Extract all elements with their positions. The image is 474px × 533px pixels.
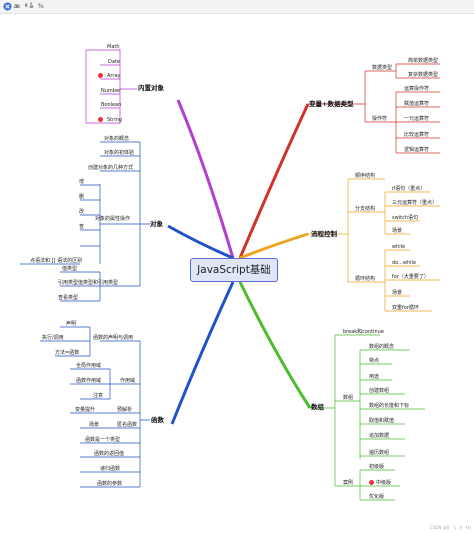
node-note[interactable]: 注意 [93, 393, 104, 399]
node-array-sub[interactable]: 数组 [343, 395, 354, 401]
node-data-types[interactable]: 数据类型 [372, 65, 393, 71]
node-get-set[interactable]: 取值和赋值 [369, 418, 395, 424]
node-unary-ops[interactable]: 一元运算符 [404, 116, 430, 122]
app-logo-icon [3, 2, 12, 11]
priority-marker-icon [98, 117, 103, 122]
node-boolean[interactable]: Boolean [101, 102, 122, 108]
node-modify[interactable]: 改 [79, 209, 85, 215]
node-simple-types[interactable]: 简单数据类型 [408, 58, 439, 64]
node-anonymous[interactable]: 匿名函数 [117, 422, 138, 428]
node-function-scope[interactable]: 函数作用域 [76, 378, 102, 384]
node-optimized[interactable]: 优化版 [369, 494, 385, 500]
node-number[interactable]: Number [101, 88, 122, 94]
node-object-create[interactable]: 创建对象的几种方式 [88, 165, 134, 171]
topic-function[interactable]: 函数 [151, 416, 164, 424]
topic-flow-control[interactable]: 流程控制 [311, 230, 337, 238]
priority-marker-icon [98, 73, 103, 78]
node-scene-branch[interactable]: 场景 [392, 228, 403, 234]
node-func-return[interactable]: 函数的返回值 [94, 451, 125, 457]
mindmap-connectors [20, 49, 440, 501]
node-func-params[interactable]: 函数的参数 [97, 481, 123, 487]
node-global-scope[interactable]: 全局作用域 [76, 363, 102, 369]
node-date[interactable]: Date [108, 59, 120, 65]
node-append[interactable]: 追加数据 [369, 433, 390, 439]
node-value-ref-types[interactable]: 值类型和引用类型 [78, 280, 119, 286]
priority-marker-icon [369, 480, 374, 485]
node-preparse[interactable]: 预解析 [117, 407, 133, 413]
node-scene-func[interactable]: 场景 [89, 422, 100, 428]
node-ref-type[interactable]: 引用类型 [58, 280, 79, 286]
node-delete[interactable]: 删 [79, 194, 85, 200]
node-intermediate[interactable]: 中级版 [376, 480, 392, 486]
title-bar: æª å¾ [0, 0, 474, 14]
node-method-func[interactable]: 方法=函数 [55, 350, 80, 356]
node-logic-ops[interactable]: 逻辑运算符 [404, 147, 430, 153]
node-nested-for[interactable]: 双重for循环 [392, 305, 419, 311]
mindmap-canvas: JavaScript基础 内置对象 Math Date Array Number… [0, 14, 474, 533]
node-declare[interactable]: 声明 [66, 321, 77, 327]
node-object-ops[interactable]: 对象的属性操作 [95, 216, 131, 222]
node-compare-ops[interactable]: 比较运算符 [404, 132, 430, 138]
node-value-type[interactable]: 值类型 [62, 266, 78, 272]
node-length-index[interactable]: 数组的长度和下标 [369, 403, 410, 409]
node-ternary[interactable]: 三元运算符（重点） [392, 200, 438, 206]
node-sequence[interactable]: 顺序结构 [355, 173, 376, 179]
node-scene-loop[interactable]: 场景 [392, 290, 403, 296]
node-object-first[interactable]: 对象的初体验 [104, 150, 135, 156]
node-operators[interactable]: 操作符 [372, 116, 388, 122]
node-loop[interactable]: 循环结构 [355, 276, 376, 282]
node-create-array[interactable]: 创建数组 [369, 388, 390, 394]
node-query[interactable]: 查 [79, 224, 85, 230]
window-title: æª å¾ [14, 3, 44, 10]
node-object-concept[interactable]: 对象的概念 [104, 136, 130, 142]
node-traverse[interactable]: 遍历数组 [369, 450, 390, 456]
node-do-while[interactable]: do...while [392, 260, 417, 266]
node-scope[interactable]: 作用域 [120, 378, 136, 384]
node-func-decl-call[interactable]: 函数的声明与调用 [93, 335, 134, 341]
central-topic[interactable]: JavaScript基础 [190, 258, 278, 282]
topic-object[interactable]: 对象 [150, 220, 163, 228]
node-branch[interactable]: 分支结构 [355, 206, 376, 212]
node-basic[interactable]: 初级版 [369, 464, 385, 470]
node-check-type[interactable]: 查看类型 [58, 295, 79, 301]
node-dot-vs-bracket[interactable]: 点语法和 [] 语法的区别 [30, 258, 83, 264]
watermark: CSDN @å¨ç­èªå­¦ [429, 525, 471, 530]
node-assign-ops[interactable]: 赋值运算符 [404, 101, 430, 107]
node-math[interactable]: Math [107, 44, 120, 50]
node-string[interactable]: String [107, 117, 122, 123]
node-execute-call[interactable]: 执行/调用 [42, 335, 64, 341]
node-arith-ops[interactable]: 运算操作符 [404, 86, 430, 92]
node-recursion[interactable]: 递归函数 [100, 466, 121, 472]
node-while[interactable]: while [392, 244, 406, 250]
node-complex-types[interactable]: 复杂数据类型 [408, 72, 439, 78]
node-func-type[interactable]: 函数是一个类型 [85, 437, 121, 443]
topic-array[interactable]: 数组 [311, 403, 324, 411]
node-array-concept[interactable]: 数组的概念 [369, 344, 395, 350]
node-array-builtin[interactable]: Array [107, 73, 121, 79]
node-add[interactable]: 增 [79, 179, 85, 185]
topic-variables-types[interactable]: 变量+数据类型 [309, 100, 354, 108]
node-switch[interactable]: switch语句 [392, 215, 418, 221]
node-if[interactable]: if语句（重点） [392, 186, 426, 192]
topic-builtin-objects[interactable]: 内置对象 [138, 84, 164, 92]
node-feature[interactable]: 特点 [369, 358, 380, 364]
node-cases[interactable]: 案例 [343, 480, 354, 486]
node-hoisting[interactable]: 变量提升 [75, 407, 96, 413]
node-for[interactable]: for（大重要了） [392, 274, 429, 280]
node-break-continue[interactable]: break和continue [343, 329, 384, 335]
node-usage[interactable]: 用途 [369, 374, 380, 380]
